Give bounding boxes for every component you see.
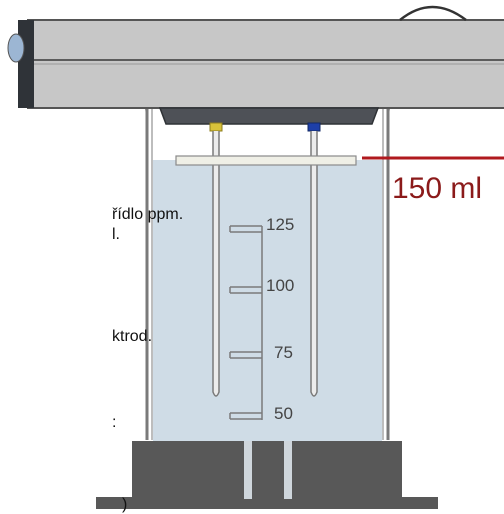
electrode-right	[310, 131, 318, 397]
bg-text-5: )	[122, 496, 128, 513]
probe-cap-right	[307, 122, 321, 132]
scale-label-75: 75	[274, 343, 293, 362]
bg-text-4: :	[112, 414, 117, 431]
bg-text-1: řídlo ppm.	[112, 206, 184, 223]
probe-holder	[158, 107, 380, 125]
device-led	[7, 33, 25, 63]
liquid	[153, 160, 382, 442]
bg-text-3: ktrod.	[112, 328, 153, 345]
volume-label: 150 ml	[392, 172, 483, 205]
probe-cap-left	[209, 122, 223, 132]
beaker-wall	[145, 104, 390, 440]
electrode-left	[212, 131, 220, 397]
scale-label-50: 50	[274, 404, 293, 423]
beaker-wall-inner	[151, 107, 384, 440]
scale-label-125: 125	[266, 215, 295, 234]
bg-text-2: l.	[112, 226, 120, 243]
device-end-cap	[18, 20, 34, 108]
measuring-scale	[229, 225, 263, 420]
scale-label-100: 100	[266, 276, 295, 295]
cable	[399, 5, 467, 21]
support-plate	[175, 155, 357, 166]
stand-base	[96, 441, 438, 509]
